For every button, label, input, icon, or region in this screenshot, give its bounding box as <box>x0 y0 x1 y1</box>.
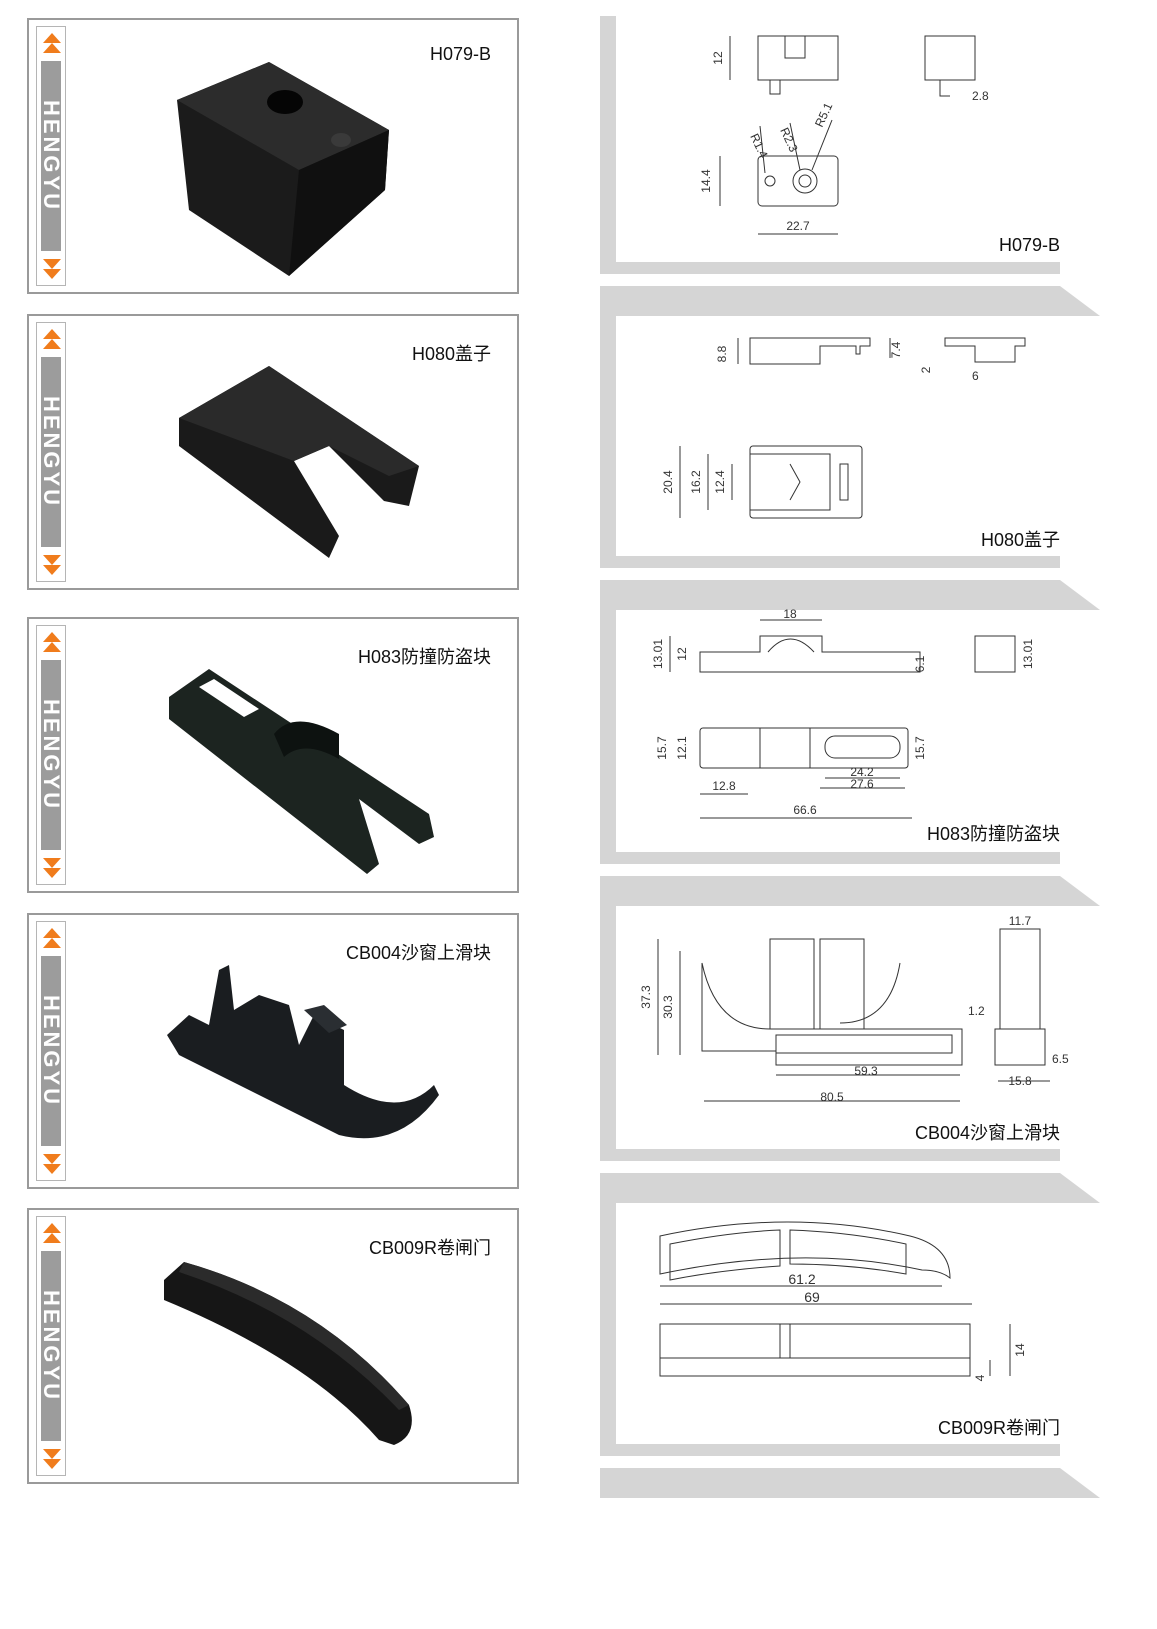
product-photo <box>179 366 419 558</box>
brand-sidebar: HENGYU <box>36 625 66 885</box>
brand-name: HENGYU <box>39 395 64 509</box>
dimension-label: 15.8 <box>1008 1074 1032 1088</box>
brand-sidebar: HENGYU <box>36 1216 66 1476</box>
dimension-label: R2.3 <box>777 125 801 154</box>
dimension-label: 22.7 <box>786 219 810 233</box>
dimension-label: 12.4 <box>713 470 727 494</box>
dimension-label: 30.3 <box>661 995 675 1019</box>
product-photo <box>164 1262 412 1445</box>
dimension-label: 6.1 <box>913 655 927 672</box>
technical-drawing-h083: 18 13.01 12 6.1 13.01 15.7 12.1 15.7 24.… <box>651 608 1060 844</box>
arrow-down-icon <box>43 555 61 575</box>
drawing-frame <box>600 905 1100 1203</box>
dimension-label: 6 <box>972 369 979 383</box>
dimension-label: 13.01 <box>651 639 665 669</box>
dimension-label: 80.5 <box>820 1090 844 1104</box>
product-code: CB009R卷闸门 <box>368 1238 491 1258</box>
dimension-label: 37.3 <box>639 985 653 1009</box>
dimension-label: 6.5 <box>1052 1052 1069 1066</box>
drawing-title: H080盖子 <box>981 530 1060 550</box>
brand-name: HENGYU <box>39 698 64 812</box>
dimension-label: 14.4 <box>699 169 713 193</box>
dimension-label: 15.7 <box>655 736 669 760</box>
drawing-title: CB004沙窗上滑块 <box>915 1123 1060 1143</box>
dimension-label: 11.7 <box>1009 914 1032 928</box>
drawing-title: H079-B <box>999 235 1060 255</box>
product-card-h083: HENGYU H083防撞防盗块 <box>27 617 519 893</box>
dimension-label: 13.01 <box>1021 639 1035 669</box>
arrow-up-icon <box>43 329 61 349</box>
dimension-label: 24.2 <box>850 765 874 779</box>
arrow-down-icon <box>43 259 61 279</box>
brand-name: HENGYU <box>39 994 64 1108</box>
drawing-frame <box>600 608 1100 906</box>
technical-drawing-cb004: 11.7 37.3 30.3 1.2 6.5 15.8 59.3 80.5 CB… <box>639 914 1069 1143</box>
dimension-label: 1.2 <box>968 1004 985 1018</box>
product-photo <box>169 669 434 874</box>
dimension-label: 2 <box>919 366 933 373</box>
product-card-cb009r: HENGYU CB009R卷闸门 <box>27 1208 519 1484</box>
technical-drawing-h080: 8.8 7.4 2 6 20.4 16.2 12.4 H080盖子 <box>661 337 1060 550</box>
arrow-down-icon <box>43 1449 61 1469</box>
brand-name: HENGYU <box>39 1289 64 1403</box>
product-photo <box>167 965 439 1139</box>
dimension-label: R5.1 <box>812 100 836 129</box>
brand-sidebar: HENGYU <box>36 322 66 582</box>
product-code: H083防撞防盗块 <box>357 647 491 667</box>
drawing-title: CB009R卷闸门 <box>938 1418 1060 1438</box>
dimension-label: 7.4 <box>889 341 903 358</box>
dimension-label: 61.2 <box>788 1271 815 1287</box>
product-photo <box>177 62 389 276</box>
product-card-cb004: HENGYU CB004沙窗上滑块 <box>27 913 519 1189</box>
drawing-title: H083防撞防盗块 <box>927 824 1060 844</box>
drawing-frame <box>600 312 1100 610</box>
brand-sidebar: HENGYU <box>36 921 66 1181</box>
arrow-up-icon <box>43 33 61 53</box>
dimension-label: 20.4 <box>661 470 675 494</box>
dimension-label: 18 <box>783 608 797 621</box>
drawing-frame <box>600 16 1100 316</box>
dimension-label: 2.8 <box>972 89 989 103</box>
product-code: H080盖子 <box>411 344 491 364</box>
drawing-frame <box>600 1200 1100 1498</box>
dimension-label: 12.8 <box>712 779 736 793</box>
dimension-label: 59.3 <box>854 1064 878 1078</box>
dimension-label: 69 <box>804 1289 820 1305</box>
arrow-down-icon <box>43 858 61 878</box>
dimension-label: 16.2 <box>689 470 703 494</box>
arrow-up-icon <box>43 928 61 948</box>
arrow-up-icon <box>43 1223 61 1243</box>
product-card-h080: HENGYU H080盖子 <box>27 314 519 590</box>
dimension-label: 12.1 <box>675 736 689 760</box>
brand-name: HENGYU <box>39 99 64 213</box>
arrow-down-icon <box>43 1154 61 1174</box>
product-code: H079-B <box>429 44 491 64</box>
dimension-label: 8.8 <box>715 345 729 362</box>
dimension-label: 66.6 <box>793 803 817 817</box>
arrow-up-icon <box>43 632 61 652</box>
dimension-label: 27.6 <box>850 777 874 791</box>
technical-drawing-cb009r: 61.2 69 14 4 CB009R卷闸门 <box>659 1221 1060 1438</box>
dimension-label: 12 <box>711 51 725 65</box>
brand-sidebar: HENGYU <box>36 26 66 286</box>
product-card-h079b: HENGYU H079-B <box>27 18 519 294</box>
dimension-label: 14 <box>1013 1343 1027 1357</box>
dimension-label: 15.7 <box>913 736 927 760</box>
technical-drawing-h079b: 12 2.8 R1.4 R2.3 R5.1 14.4 22.7 H079-B <box>699 35 1060 255</box>
product-code: CB004沙窗上滑块 <box>345 943 491 963</box>
dimension-label: 4 <box>973 1374 987 1381</box>
dimension-label: 12 <box>675 647 689 661</box>
